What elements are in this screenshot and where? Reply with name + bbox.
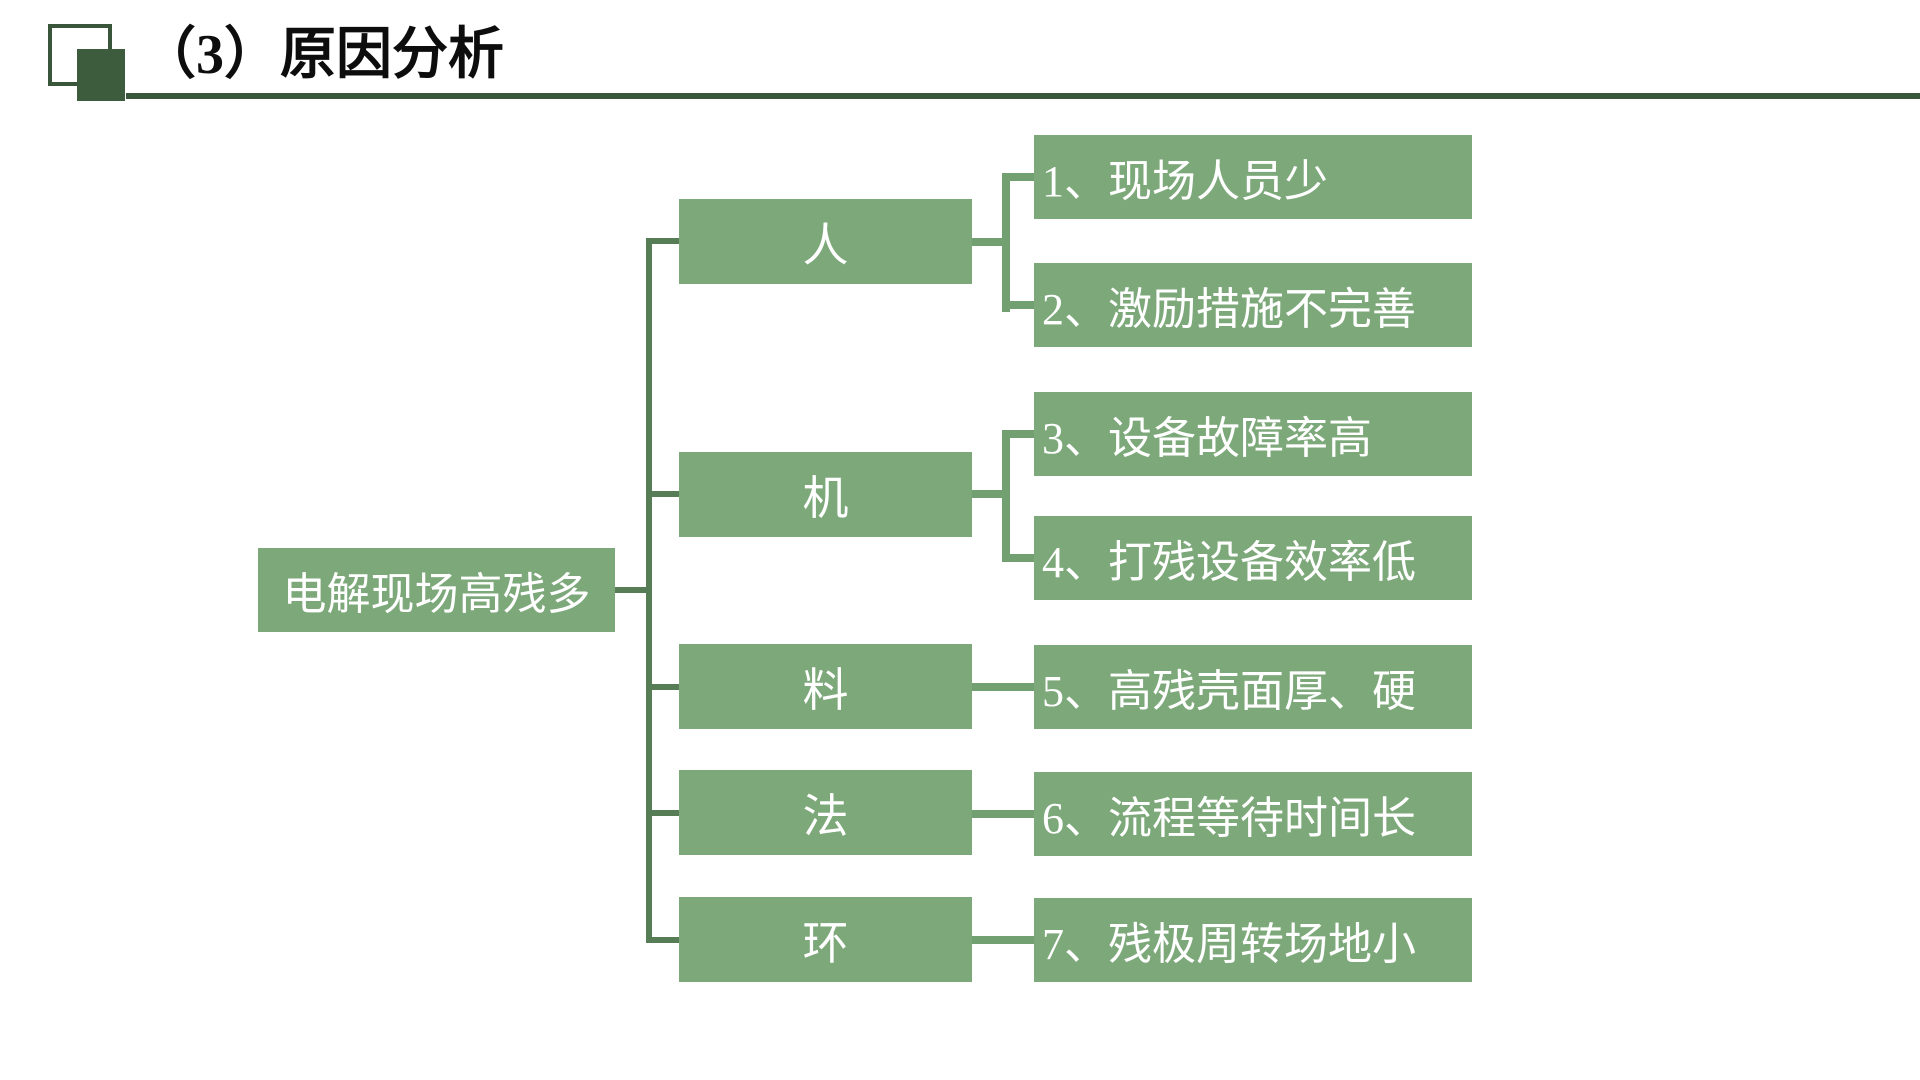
connector-machine-out <box>972 490 1004 498</box>
leaf-node-2: 2、激励措施不完善 <box>1034 263 1472 347</box>
connector-machine-bracket <box>1002 430 1010 562</box>
connector-stub-machine <box>652 491 679 497</box>
connector-man-bracket <box>1002 173 1010 312</box>
category-node-environment: 环 <box>679 897 972 982</box>
page-title: （3）原因分析 <box>140 24 504 86</box>
leaf-node-7: 7、残极周转场地小 <box>1034 898 1472 982</box>
connector-machine-leaf3 <box>1002 430 1034 438</box>
connector-method-leaf6 <box>971 810 1034 818</box>
connector-stub-method <box>652 810 679 816</box>
connector-man-out <box>972 238 1004 246</box>
connector-material-leaf5 <box>971 683 1034 691</box>
connector-man-leaf1 <box>1002 173 1034 181</box>
root-node: 电解现场高残多 <box>258 548 615 632</box>
connector-stub-material <box>652 684 679 690</box>
connector-trunk <box>646 238 652 943</box>
leaf-node-6: 6、流程等待时间长 <box>1034 772 1472 856</box>
connector-root-stub <box>615 587 647 593</box>
connector-environment-leaf7 <box>971 936 1034 944</box>
category-node-method: 法 <box>679 770 972 855</box>
connector-man-leaf2 <box>1002 301 1034 309</box>
leaf-node-5: 5、高残壳面厚、硬 <box>1034 645 1472 729</box>
category-node-material: 料 <box>679 644 972 729</box>
square-filled-icon <box>77 49 125 101</box>
category-node-machine: 机 <box>679 452 972 537</box>
leaf-node-4: 4、打残设备效率低 <box>1034 516 1472 600</box>
title-underline <box>126 93 1920 99</box>
leaf-node-3: 3、设备故障率高 <box>1034 392 1472 476</box>
leaf-node-1: 1、现场人员少 <box>1034 135 1472 219</box>
connector-stub-man <box>646 238 679 244</box>
connector-machine-leaf4 <box>1002 554 1034 562</box>
connector-stub-environment <box>646 937 679 943</box>
category-node-man: 人 <box>679 199 972 284</box>
